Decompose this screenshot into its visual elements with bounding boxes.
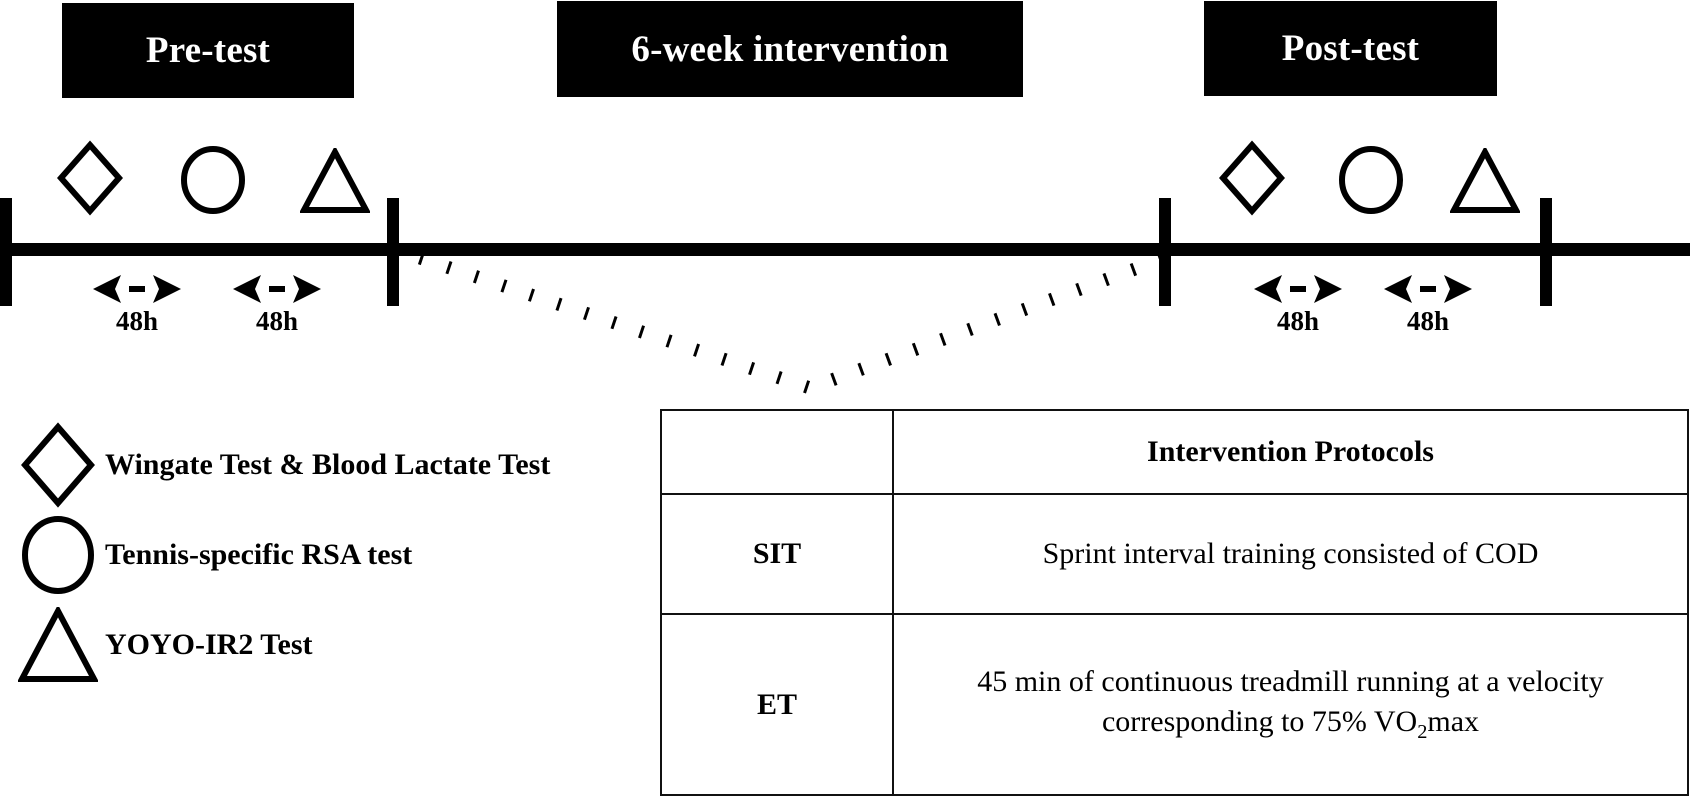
protocol-key-et: ET bbox=[660, 613, 894, 796]
double-arrow-icon bbox=[1238, 272, 1358, 306]
protocol-et-line2-pre: corresponding to 75% VO bbox=[1101, 705, 1418, 739]
post-test-circle-icon bbox=[1338, 145, 1404, 215]
protocol-key-sit: SIT bbox=[660, 493, 894, 615]
timeline-tick-start bbox=[0, 198, 12, 306]
table-header-row: Intervention Protocols bbox=[660, 409, 1689, 495]
legend-label: YOYO-IR2 Test bbox=[105, 628, 313, 661]
phase-box-pre-test: Pre-test bbox=[62, 3, 354, 98]
table-row: ET 45 min of continuous treadmill runnin… bbox=[660, 613, 1689, 796]
interval-label: 48h bbox=[115, 306, 159, 336]
protocol-description-et: 45 min of continuous treadmill running a… bbox=[892, 613, 1689, 796]
circle-icon bbox=[10, 514, 105, 596]
timeline-tick-post-start bbox=[1159, 198, 1171, 306]
post-test-diamond-icon bbox=[1218, 140, 1286, 216]
double-arrow-icon bbox=[217, 272, 337, 306]
timeline-tick-end bbox=[1540, 198, 1552, 306]
double-arrow-icon bbox=[77, 272, 197, 306]
table-header-key-cell bbox=[660, 409, 894, 495]
pre-test-diamond-icon bbox=[56, 140, 124, 216]
legend-item-rsa: Tennis-specific RSA test bbox=[10, 510, 650, 600]
interval-marker-post-1: 48h bbox=[1238, 272, 1358, 335]
legend-label: Wingate Test & Blood Lactate Test bbox=[105, 448, 551, 481]
table-header-value-cell: Intervention Protocols bbox=[892, 409, 1689, 495]
pre-test-circle-icon bbox=[180, 145, 246, 215]
legend-item-yoyo: YOYO-IR2 Test bbox=[10, 600, 650, 690]
interval-label: 48h bbox=[1406, 306, 1450, 336]
pre-test-triangle-icon bbox=[300, 148, 370, 214]
legend: Wingate Test & Blood Lactate Test Tennis… bbox=[10, 420, 650, 690]
triangle-icon bbox=[10, 607, 105, 683]
phase-box-intervention: 6-week intervention bbox=[557, 1, 1023, 97]
protocol-description-sit: Sprint interval training consisted of CO… bbox=[892, 493, 1689, 615]
protocol-et-line1: 45 min of continuous treadmill running a… bbox=[977, 664, 1604, 698]
interval-marker-pre-1: 48h bbox=[77, 272, 197, 335]
interval-marker-pre-2: 48h bbox=[217, 272, 337, 335]
phase-label-post-test: Post-test bbox=[1281, 28, 1420, 69]
legend-item-wingate: Wingate Test & Blood Lactate Test bbox=[10, 420, 650, 510]
interval-label: 48h bbox=[255, 306, 299, 336]
intervention-protocols-table: Intervention Protocols SIT Sprint interv… bbox=[660, 409, 1689, 796]
post-test-triangle-icon bbox=[1450, 148, 1520, 214]
timeline-tick-pre-end bbox=[387, 198, 399, 306]
legend-label: Tennis-specific RSA test bbox=[105, 538, 413, 571]
interval-marker-post-2: 48h bbox=[1368, 272, 1488, 335]
intervention-connector-line bbox=[417, 251, 1168, 395]
phase-box-post-test: Post-test bbox=[1204, 1, 1497, 96]
protocol-et-subscript: 2 bbox=[1417, 721, 1428, 744]
protocol-et-line2-post: max bbox=[1427, 705, 1480, 739]
interval-label: 48h bbox=[1276, 306, 1320, 336]
phase-label-pre-test: Pre-test bbox=[145, 30, 271, 71]
table-row: SIT Sprint interval training consisted o… bbox=[660, 493, 1689, 615]
phase-label-intervention: 6-week intervention bbox=[631, 28, 949, 70]
diamond-icon bbox=[10, 422, 105, 508]
double-arrow-icon bbox=[1368, 272, 1488, 306]
